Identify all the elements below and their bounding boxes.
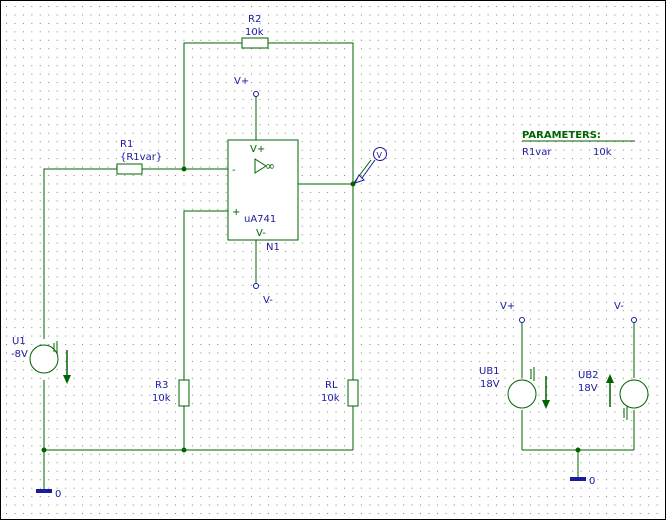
- ub2-name: UB2: [578, 370, 599, 381]
- parameter-name: R1var: [522, 147, 552, 158]
- ground-supply[interactable]: 0: [570, 476, 595, 487]
- r2-value: 10k: [245, 27, 264, 38]
- junction-dot: [350, 181, 356, 187]
- opamp-vplus-terminal-label: V+: [234, 76, 249, 87]
- u1-name: U1: [12, 336, 26, 347]
- rl-name: RL: [325, 380, 338, 391]
- opamp-vminus-terminal[interactable]: V-: [253, 283, 274, 307]
- opamp-noninverting-label: +: [232, 207, 240, 218]
- r1-name: R1: [120, 139, 133, 150]
- opamp-ua741[interactable]: V+ V- - + ∞ uA741 N1: [227, 139, 299, 253]
- r3-value: 10k: [152, 393, 171, 404]
- resistor-rl[interactable]: RL 10k: [321, 379, 359, 407]
- opamp-vplus-label: V+: [250, 144, 265, 155]
- ground-main[interactable]: 0: [36, 489, 61, 500]
- rl-value: 10k: [321, 393, 340, 404]
- probe-label: V: [377, 151, 383, 160]
- r3-name: R3: [155, 380, 168, 391]
- opamp-inverting-label: -: [232, 165, 236, 176]
- voltage-probe[interactable]: V: [354, 147, 387, 184]
- opamp-triangle-icon: ∞: [254, 158, 275, 174]
- svg-text:∞: ∞: [265, 159, 275, 173]
- ground-main-label: 0: [55, 489, 61, 500]
- junction-dot: [575, 447, 581, 453]
- voltage-source-u1[interactable]: U1 -8V: [11, 336, 71, 384]
- opamp-model: uA741: [244, 214, 276, 225]
- ub1-name: UB1: [479, 366, 500, 377]
- junction-dot: [181, 166, 187, 172]
- junction-dot: [181, 447, 187, 453]
- ub1-terminal-label: V+: [500, 301, 515, 312]
- opamp-vplus-terminal[interactable]: V+: [234, 76, 259, 97]
- opamp-vminus-terminal-label: V-: [263, 295, 273, 306]
- r2-name: R2: [248, 14, 261, 25]
- junction-dot: [41, 447, 47, 453]
- parameters-title: PARAMETERS:: [522, 130, 601, 141]
- opamp-ref: N1: [266, 242, 280, 253]
- ub2-value: 18V: [578, 383, 598, 394]
- wires: [43, 42, 372, 489]
- ub2-terminal-label: V-: [614, 301, 624, 312]
- resistor-r2[interactable]: R2 10k: [241, 14, 269, 49]
- resistor-r3[interactable]: R3 10k: [152, 379, 190, 407]
- resistor-r1[interactable]: R1 {R1var}: [116, 139, 162, 175]
- parameter-value: 10k: [593, 147, 612, 158]
- parameters-block[interactable]: PARAMETERS: R1var 10k: [522, 130, 635, 158]
- ground-supply-label: 0: [589, 476, 595, 487]
- u1-value: -8V: [11, 349, 28, 360]
- junctions: [41, 166, 581, 453]
- r1-value: {R1var}: [120, 152, 162, 163]
- voltage-source-ub1[interactable]: V+ UB1 18V: [479, 301, 550, 409]
- voltage-source-ub2[interactable]: V- UB2 18V: [578, 301, 649, 420]
- supply-wires: [521, 322, 635, 477]
- ub1-value: 18V: [480, 379, 500, 390]
- opamp-vminus-label: V-: [256, 228, 266, 239]
